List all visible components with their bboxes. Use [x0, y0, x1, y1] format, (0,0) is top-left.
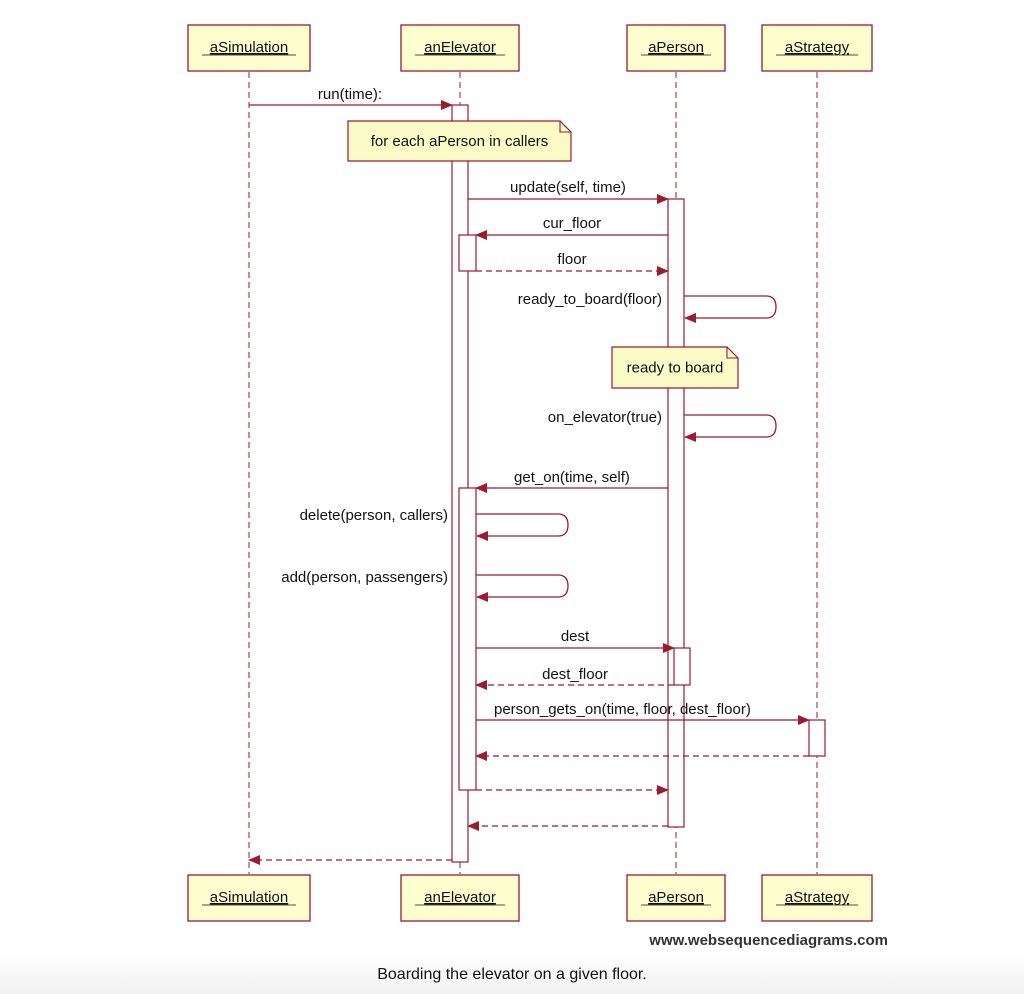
message-label: delete(person, callers) — [300, 507, 448, 524]
message-label: person_gets_on(time, floor, dest_floor) — [494, 701, 751, 718]
message-get-on-time-self: get_on(time, self) — [475, 469, 668, 493]
message-label: floor — [557, 251, 586, 268]
participant-head-person: aPerson — [626, 24, 726, 72]
note-for-each-aperson-in-callers: for each aPerson in callers — [347, 120, 572, 162]
message-label: cur_floor — [543, 215, 601, 232]
note-text: for each aPerson in callers — [371, 133, 549, 150]
message-label: on_elevator(true) — [548, 409, 662, 426]
message-floor: floor — [476, 251, 669, 276]
caption-bar — [0, 954, 1024, 994]
participant-label: aSimulation — [210, 889, 288, 906]
watermark: www.websequencediagrams.com — [648, 932, 888, 949]
figure-caption: Boarding the elevator on a given floor. — [377, 966, 647, 983]
message-arrow — [684, 295, 777, 323]
participant-label: anElevator — [424, 39, 496, 56]
participant-head-strat: aStrategy — [761, 24, 873, 72]
message-label: get_on(time, self) — [514, 469, 630, 486]
message-arrow — [684, 414, 777, 442]
message-label: run(time): — [318, 86, 382, 103]
message-delete-person-callers: delete(person, callers) — [300, 507, 569, 541]
participant-label: aPerson — [648, 39, 704, 56]
participant-label: anElevator — [424, 889, 496, 906]
message-label: add(person, passengers) — [281, 569, 448, 586]
note-text: ready to board — [627, 360, 724, 377]
message-cur-floor: cur_floor — [475, 215, 668, 240]
message-label: dest — [561, 628, 590, 645]
message-person-gets-on-time-floor-dest-floor: person_gets_on(time, floor, dest_floor) — [476, 701, 810, 725]
person-nested-activation — [673, 647, 691, 686]
participant-label: aStrategy — [785, 889, 850, 906]
participant-head-sim: aSimulation — [187, 24, 311, 72]
participant-foot-person: aPerson — [626, 874, 726, 922]
sequence-diagram: run(time): update(self, time) cur_floorflo… — [187, 24, 888, 949]
message-label: ready_to_board(floor) — [518, 291, 662, 308]
note-ready-to-board: ready to board — [611, 346, 739, 389]
participant-foot-strat: aStrategy — [761, 874, 873, 922]
participant-label: aStrategy — [785, 39, 850, 56]
participant-label: aSimulation — [210, 39, 288, 56]
person-activation — [667, 198, 685, 828]
participant-foot-elev: anElevator — [400, 874, 520, 922]
message-arrow — [476, 574, 569, 602]
message-ready-to-board-floor: ready_to_board(floor) — [518, 291, 777, 323]
message-arrow — [476, 513, 569, 541]
message-label: update(self, time) — [510, 179, 626, 196]
message-run-time: run(time): — [249, 86, 453, 110]
message-dest: dest — [476, 628, 675, 653]
elevator-nested-activation-1 — [458, 234, 477, 272]
participant-foot-sim: aSimulation — [187, 874, 311, 922]
message-add-person-passengers: add(person, passengers) — [281, 569, 569, 602]
participant-head-elev: anElevator — [400, 24, 520, 72]
message-dest-floor: dest_floor — [475, 666, 674, 690]
participant-label: aPerson — [648, 889, 704, 906]
message-label: dest_floor — [542, 666, 608, 683]
message-update-self-time: update(self, time) — [468, 179, 669, 204]
message-on-elevator-true: on_elevator(true) — [548, 409, 777, 442]
elevator-nested-activation-2 — [458, 487, 477, 791]
strategy-activation — [808, 719, 826, 757]
